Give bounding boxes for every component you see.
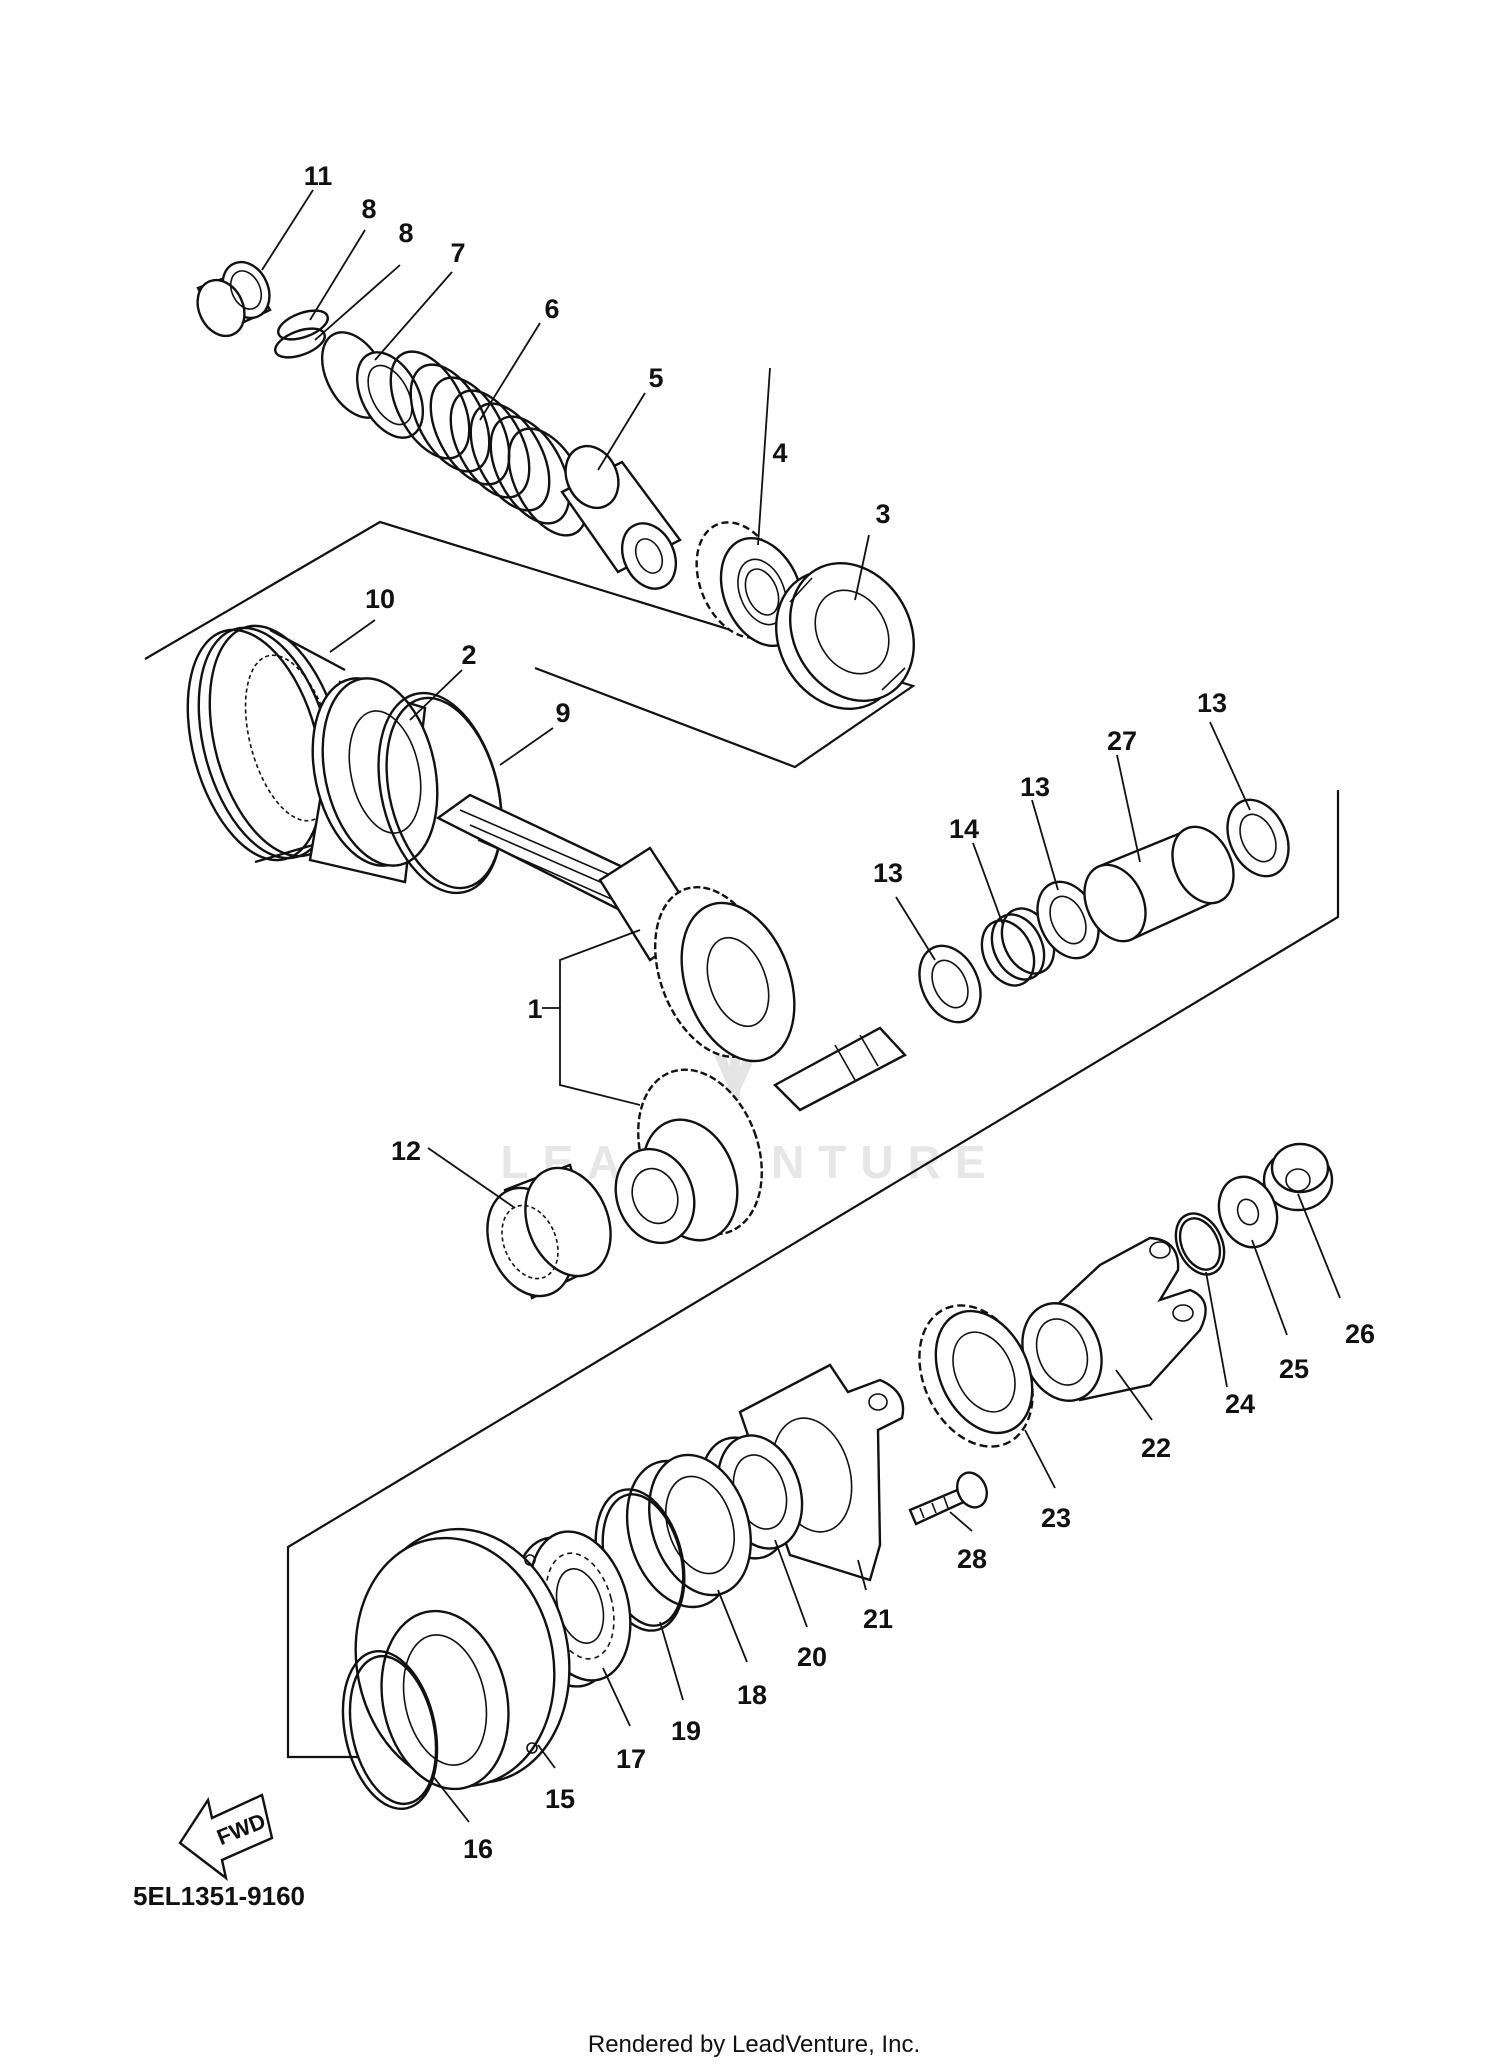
part-9-shim bbox=[377, 691, 503, 895]
callout-5: 5 bbox=[648, 363, 663, 393]
callout-14: 14 bbox=[949, 814, 979, 844]
callout-8-lower: 8 bbox=[398, 218, 413, 248]
callout-13-left: 13 bbox=[873, 858, 903, 888]
part-28-bolt bbox=[908, 1471, 988, 1526]
callout-12: 12 bbox=[391, 1136, 421, 1166]
part-6-coil-spring bbox=[389, 350, 589, 537]
callout-22: 22 bbox=[1141, 1433, 1171, 1463]
part-23-gear bbox=[918, 1304, 1034, 1448]
part-3-nut bbox=[775, 562, 915, 710]
part-1-main-shaft bbox=[435, 793, 796, 1063]
part-5-dog-clutch bbox=[560, 444, 682, 590]
callout-26: 26 bbox=[1345, 1319, 1375, 1349]
part-11-needle-bearing bbox=[196, 260, 272, 338]
callout-27: 27 bbox=[1107, 726, 1137, 756]
callout-4: 4 bbox=[772, 438, 787, 468]
callout-20: 20 bbox=[797, 1642, 827, 1672]
callout-23: 23 bbox=[1041, 1503, 1071, 1533]
diagram-code: 5EL1351-9160 bbox=[133, 1881, 305, 1911]
callout-13-right: 13 bbox=[1197, 688, 1227, 718]
callout-numbers: 11 8 8 7 6 5 4 3 10 2 9 1 12 13 14 13 27… bbox=[304, 161, 1375, 1864]
callout-6: 6 bbox=[544, 294, 559, 324]
part-24-o-ring bbox=[1174, 1212, 1226, 1276]
callout-16: 16 bbox=[463, 1834, 493, 1864]
callout-9: 9 bbox=[555, 698, 570, 728]
part-16-o-ring bbox=[341, 1649, 439, 1811]
footer-credit: Rendered by LeadVenture, Inc. bbox=[588, 2031, 920, 2058]
lower-assembly-frame bbox=[286, 790, 1340, 1759]
part-22-yoke bbox=[1021, 1236, 1207, 1402]
part-7-spring-seat bbox=[320, 331, 425, 439]
part-13-washer-a bbox=[918, 944, 982, 1024]
callout-15: 15 bbox=[545, 1784, 575, 1814]
callout-10: 10 bbox=[365, 584, 395, 614]
fwd-arrow-icon: FWD bbox=[178, 1793, 274, 1881]
callout-3: 3 bbox=[875, 499, 890, 529]
callout-24: 24 bbox=[1225, 1389, 1255, 1419]
callout-11: 11 bbox=[304, 161, 333, 191]
upper-assembly-frame bbox=[144, 520, 916, 769]
part-15-housing bbox=[354, 1527, 571, 1791]
part-13-washer-c bbox=[1226, 798, 1290, 878]
part-12-needle-bearing bbox=[486, 1163, 612, 1300]
callout-8-upper: 8 bbox=[361, 194, 376, 224]
callout-28: 28 bbox=[957, 1544, 987, 1574]
part-26-flange-nut bbox=[1262, 1142, 1334, 1212]
callout-13-middle: 13 bbox=[1020, 772, 1050, 802]
callout-19: 19 bbox=[671, 1716, 701, 1746]
callout-25: 25 bbox=[1279, 1354, 1309, 1384]
part-1-output-gear bbox=[614, 1026, 907, 1245]
part-18-collar bbox=[625, 1453, 752, 1609]
callout-2: 2 bbox=[461, 640, 476, 670]
callout-18: 18 bbox=[737, 1680, 767, 1710]
callout-17: 17 bbox=[616, 1744, 646, 1774]
part-25-washer bbox=[1217, 1175, 1279, 1249]
part-8-circlips bbox=[274, 309, 329, 359]
part-27-collar bbox=[1083, 825, 1235, 943]
callout-7: 7 bbox=[450, 238, 465, 268]
part-2-bearing bbox=[308, 677, 439, 884]
leader-lines bbox=[261, 189, 1341, 1823]
callout-1: 1 bbox=[527, 994, 542, 1024]
callout-21: 21 bbox=[863, 1604, 893, 1634]
